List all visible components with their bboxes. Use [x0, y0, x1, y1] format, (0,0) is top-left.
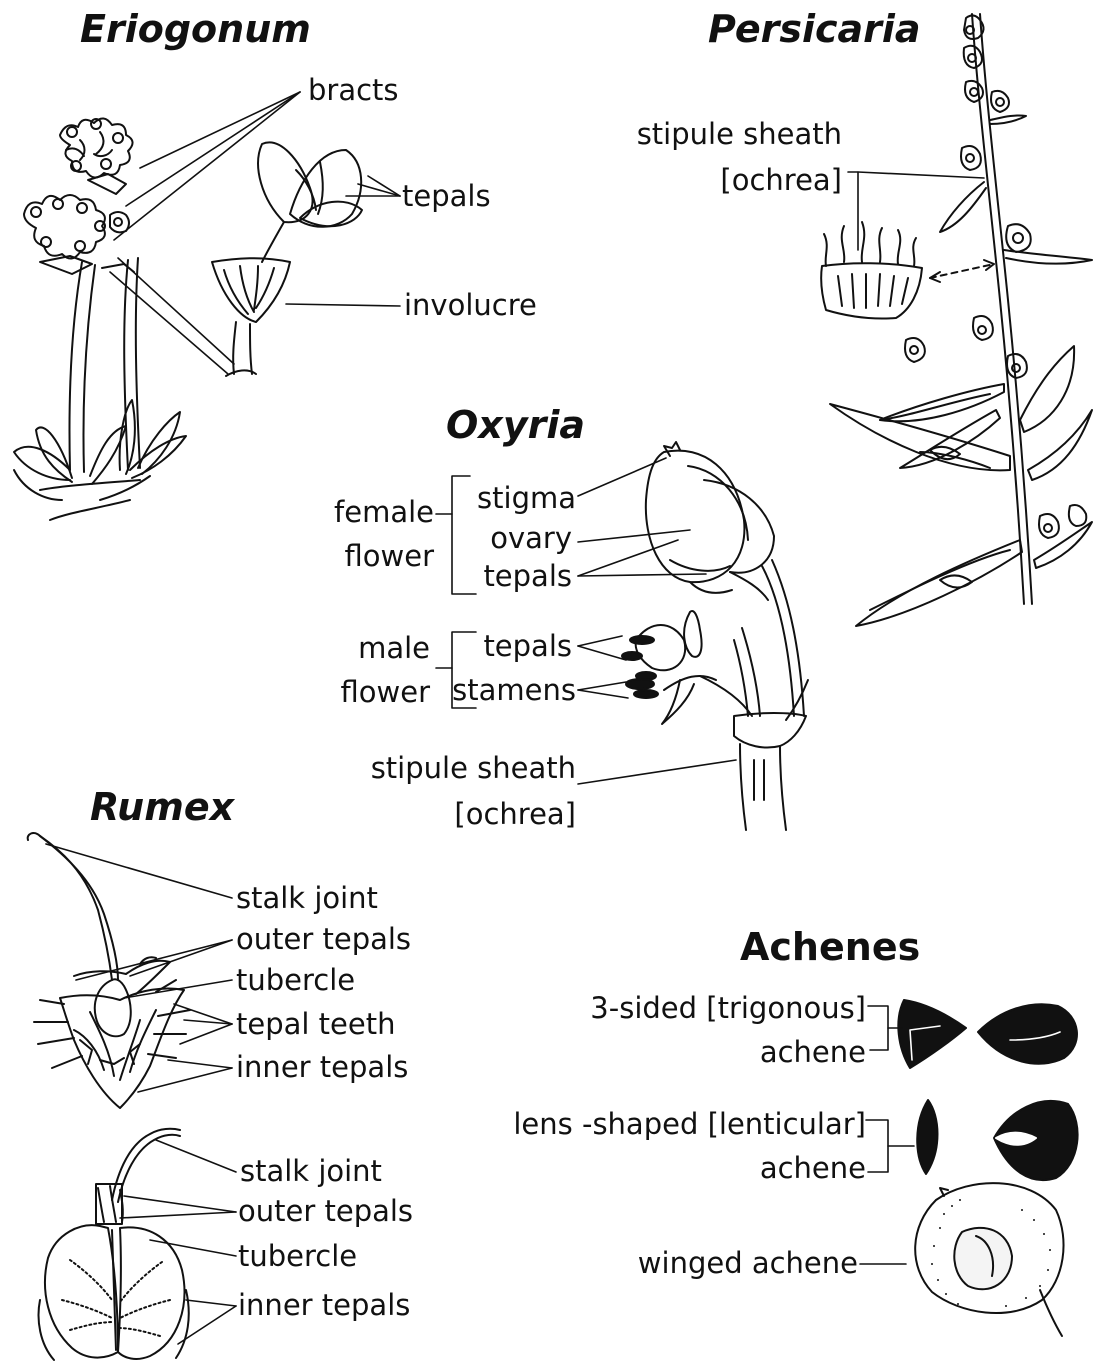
- rumex-lower-fruit-drawing: [39, 1129, 189, 1360]
- rumex-lower-leader-lines: [120, 1140, 236, 1344]
- rumex-upper-leader-lines: [46, 844, 232, 1092]
- eriogonum-involucre-label: involucre: [404, 291, 537, 320]
- oxyria-female-label-line2: flower: [345, 542, 435, 571]
- rumex-upper-fruit-drawing: [28, 833, 190, 1108]
- rumex-lower-outer-tepals-label: outer tepals: [238, 1197, 413, 1226]
- rumex-upper-tepal-teeth-label: tepal teeth: [236, 1010, 395, 1039]
- achene-trigonous-label-line1: 3-sided [trigonous]: [590, 994, 866, 1023]
- oxyria-stipule-sheath-label: stipule sheath: [371, 754, 576, 783]
- eriogonum-tepals-label: tepals: [402, 182, 491, 211]
- persicaria-ochrea-label: [ochrea]: [720, 166, 842, 195]
- achene-winged-label: winged achene: [638, 1249, 858, 1278]
- oxyria-plant-drawing: [622, 442, 808, 830]
- rumex-lower-stalk-joint-label: stalk joint: [240, 1157, 382, 1186]
- persicaria-plant-drawing: [821, 14, 1092, 626]
- achene-lenticular-drawing: [917, 1100, 1077, 1180]
- oxyria-male-label-line2: flower: [341, 678, 431, 707]
- achenes-title: Achenes: [740, 928, 920, 966]
- oxyria-stamens-label: stamens: [452, 676, 576, 705]
- rumex-upper-tubercle-label: tubercle: [236, 966, 355, 995]
- oxyria-female-label-line1: female: [334, 498, 434, 527]
- rumex-title: Rumex: [90, 788, 234, 826]
- persicaria-title: Persicaria: [708, 10, 921, 48]
- oxyria-female-tepals-label: tepals: [483, 562, 572, 591]
- achene-trigonous-drawing: [898, 1000, 1077, 1068]
- oxyria-male-tepals-label: tepals: [483, 632, 572, 661]
- achene-lenticular-label-line1: lens -shaped [lenticular]: [513, 1110, 866, 1139]
- rumex-upper-inner-tepals-label: inner tepals: [236, 1053, 408, 1082]
- oxyria-ovary-label: ovary: [490, 524, 572, 553]
- achene-trigonous-label-line2: achene: [760, 1038, 866, 1067]
- eriogonum-title: Eriogonum: [80, 10, 311, 48]
- eriogonum-leader-lines: [110, 92, 400, 374]
- achene-lenticular-label-line2: achene: [760, 1154, 866, 1183]
- rumex-lower-inner-tepals-label: inner tepals: [238, 1291, 410, 1320]
- rumex-lower-tubercle-label: tubercle: [238, 1242, 357, 1271]
- oxyria-ochrea-label: [ochrea]: [454, 800, 576, 829]
- oxyria-male-label-line1: male: [358, 634, 430, 663]
- oxyria-stigma-label: stigma: [477, 484, 576, 513]
- achene-winged-drawing: [915, 1183, 1063, 1336]
- persicaria-stipule-sheath-label: stipule sheath: [637, 120, 842, 149]
- eriogonum-plant-drawing: [14, 118, 362, 520]
- rumex-upper-stalk-joint-label: stalk joint: [236, 884, 378, 913]
- oxyria-title: Oxyria: [446, 406, 585, 444]
- eriogonum-bracts-label: bracts: [308, 76, 399, 105]
- rumex-upper-outer-tepals-label: outer tepals: [236, 925, 411, 954]
